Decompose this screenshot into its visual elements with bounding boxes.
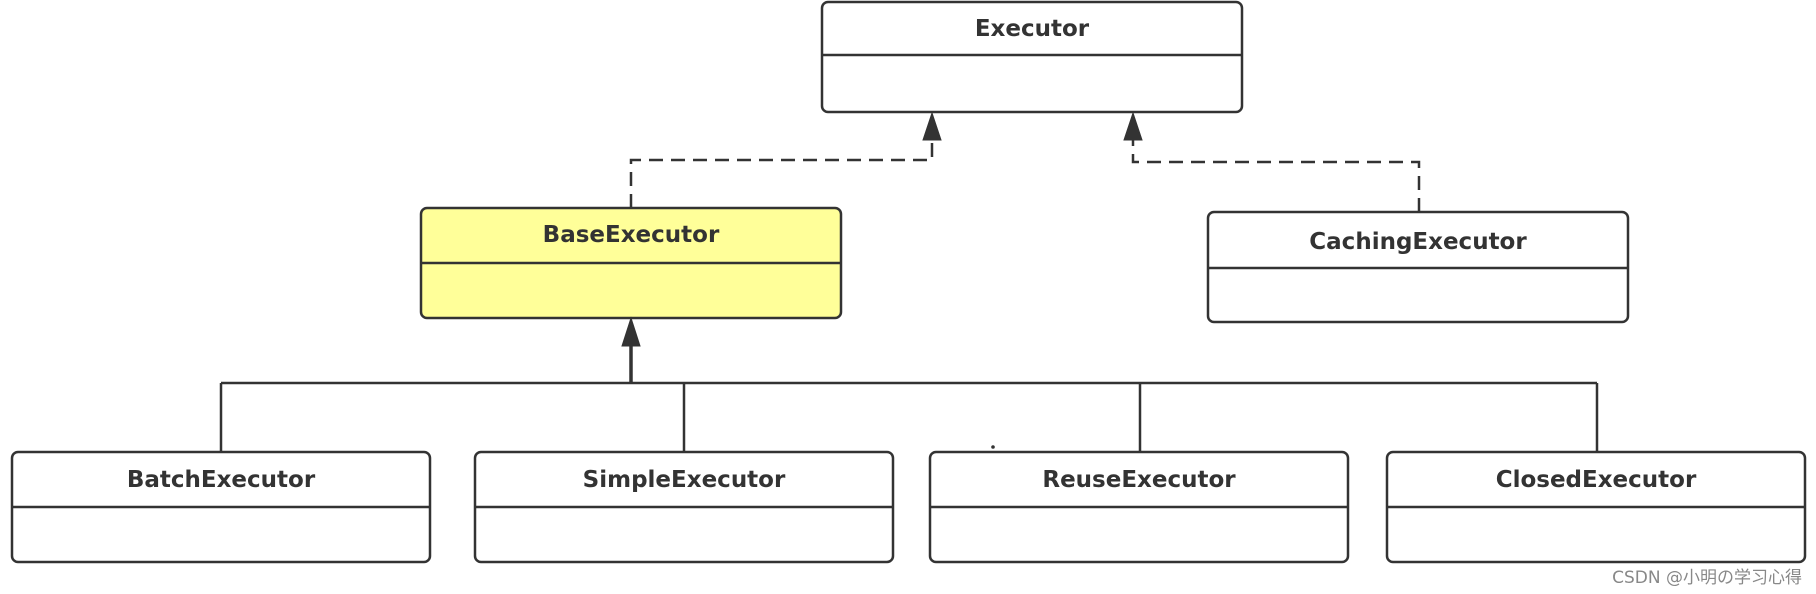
class-reuse-executor-name: ReuseExecutor — [1042, 467, 1236, 493]
class-caching-executor: CachingExecutor — [1206, 210, 1630, 324]
arrowhead-tree-to-base — [621, 316, 641, 347]
class-base-executor-name: BaseExecutor — [543, 222, 720, 248]
edge-caching-to-executor — [1123, 111, 1421, 212]
class-closed-executor: ClosedExecutor — [1385, 450, 1807, 564]
class-closed-executor-name: ClosedExecutor — [1496, 467, 1697, 493]
class-base-executor: BaseExecutor — [419, 206, 843, 320]
class-reuse-executor: ReuseExecutor — [928, 450, 1350, 564]
class-executor: Executor — [820, 0, 1244, 114]
arrowhead-caching-to-executor — [1123, 111, 1143, 141]
edge-base-to-executor — [629, 111, 942, 208]
arrowhead-base-to-executor — [922, 111, 942, 141]
watermark-text: CSDN @小明の学习心得 — [1612, 568, 1802, 588]
class-caching-executor-name: CachingExecutor — [1309, 229, 1527, 255]
class-batch-executor-name: BatchExecutor — [127, 467, 316, 493]
edge-tree-to-base — [219, 316, 1599, 452]
class-simple-executor: SimpleExecutor — [473, 450, 895, 564]
stray-dot — [991, 445, 995, 449]
class-simple-executor-name: SimpleExecutor — [583, 467, 786, 493]
class-batch-executor: BatchExecutor — [10, 450, 432, 564]
class-executor-name: Executor — [975, 16, 1090, 42]
